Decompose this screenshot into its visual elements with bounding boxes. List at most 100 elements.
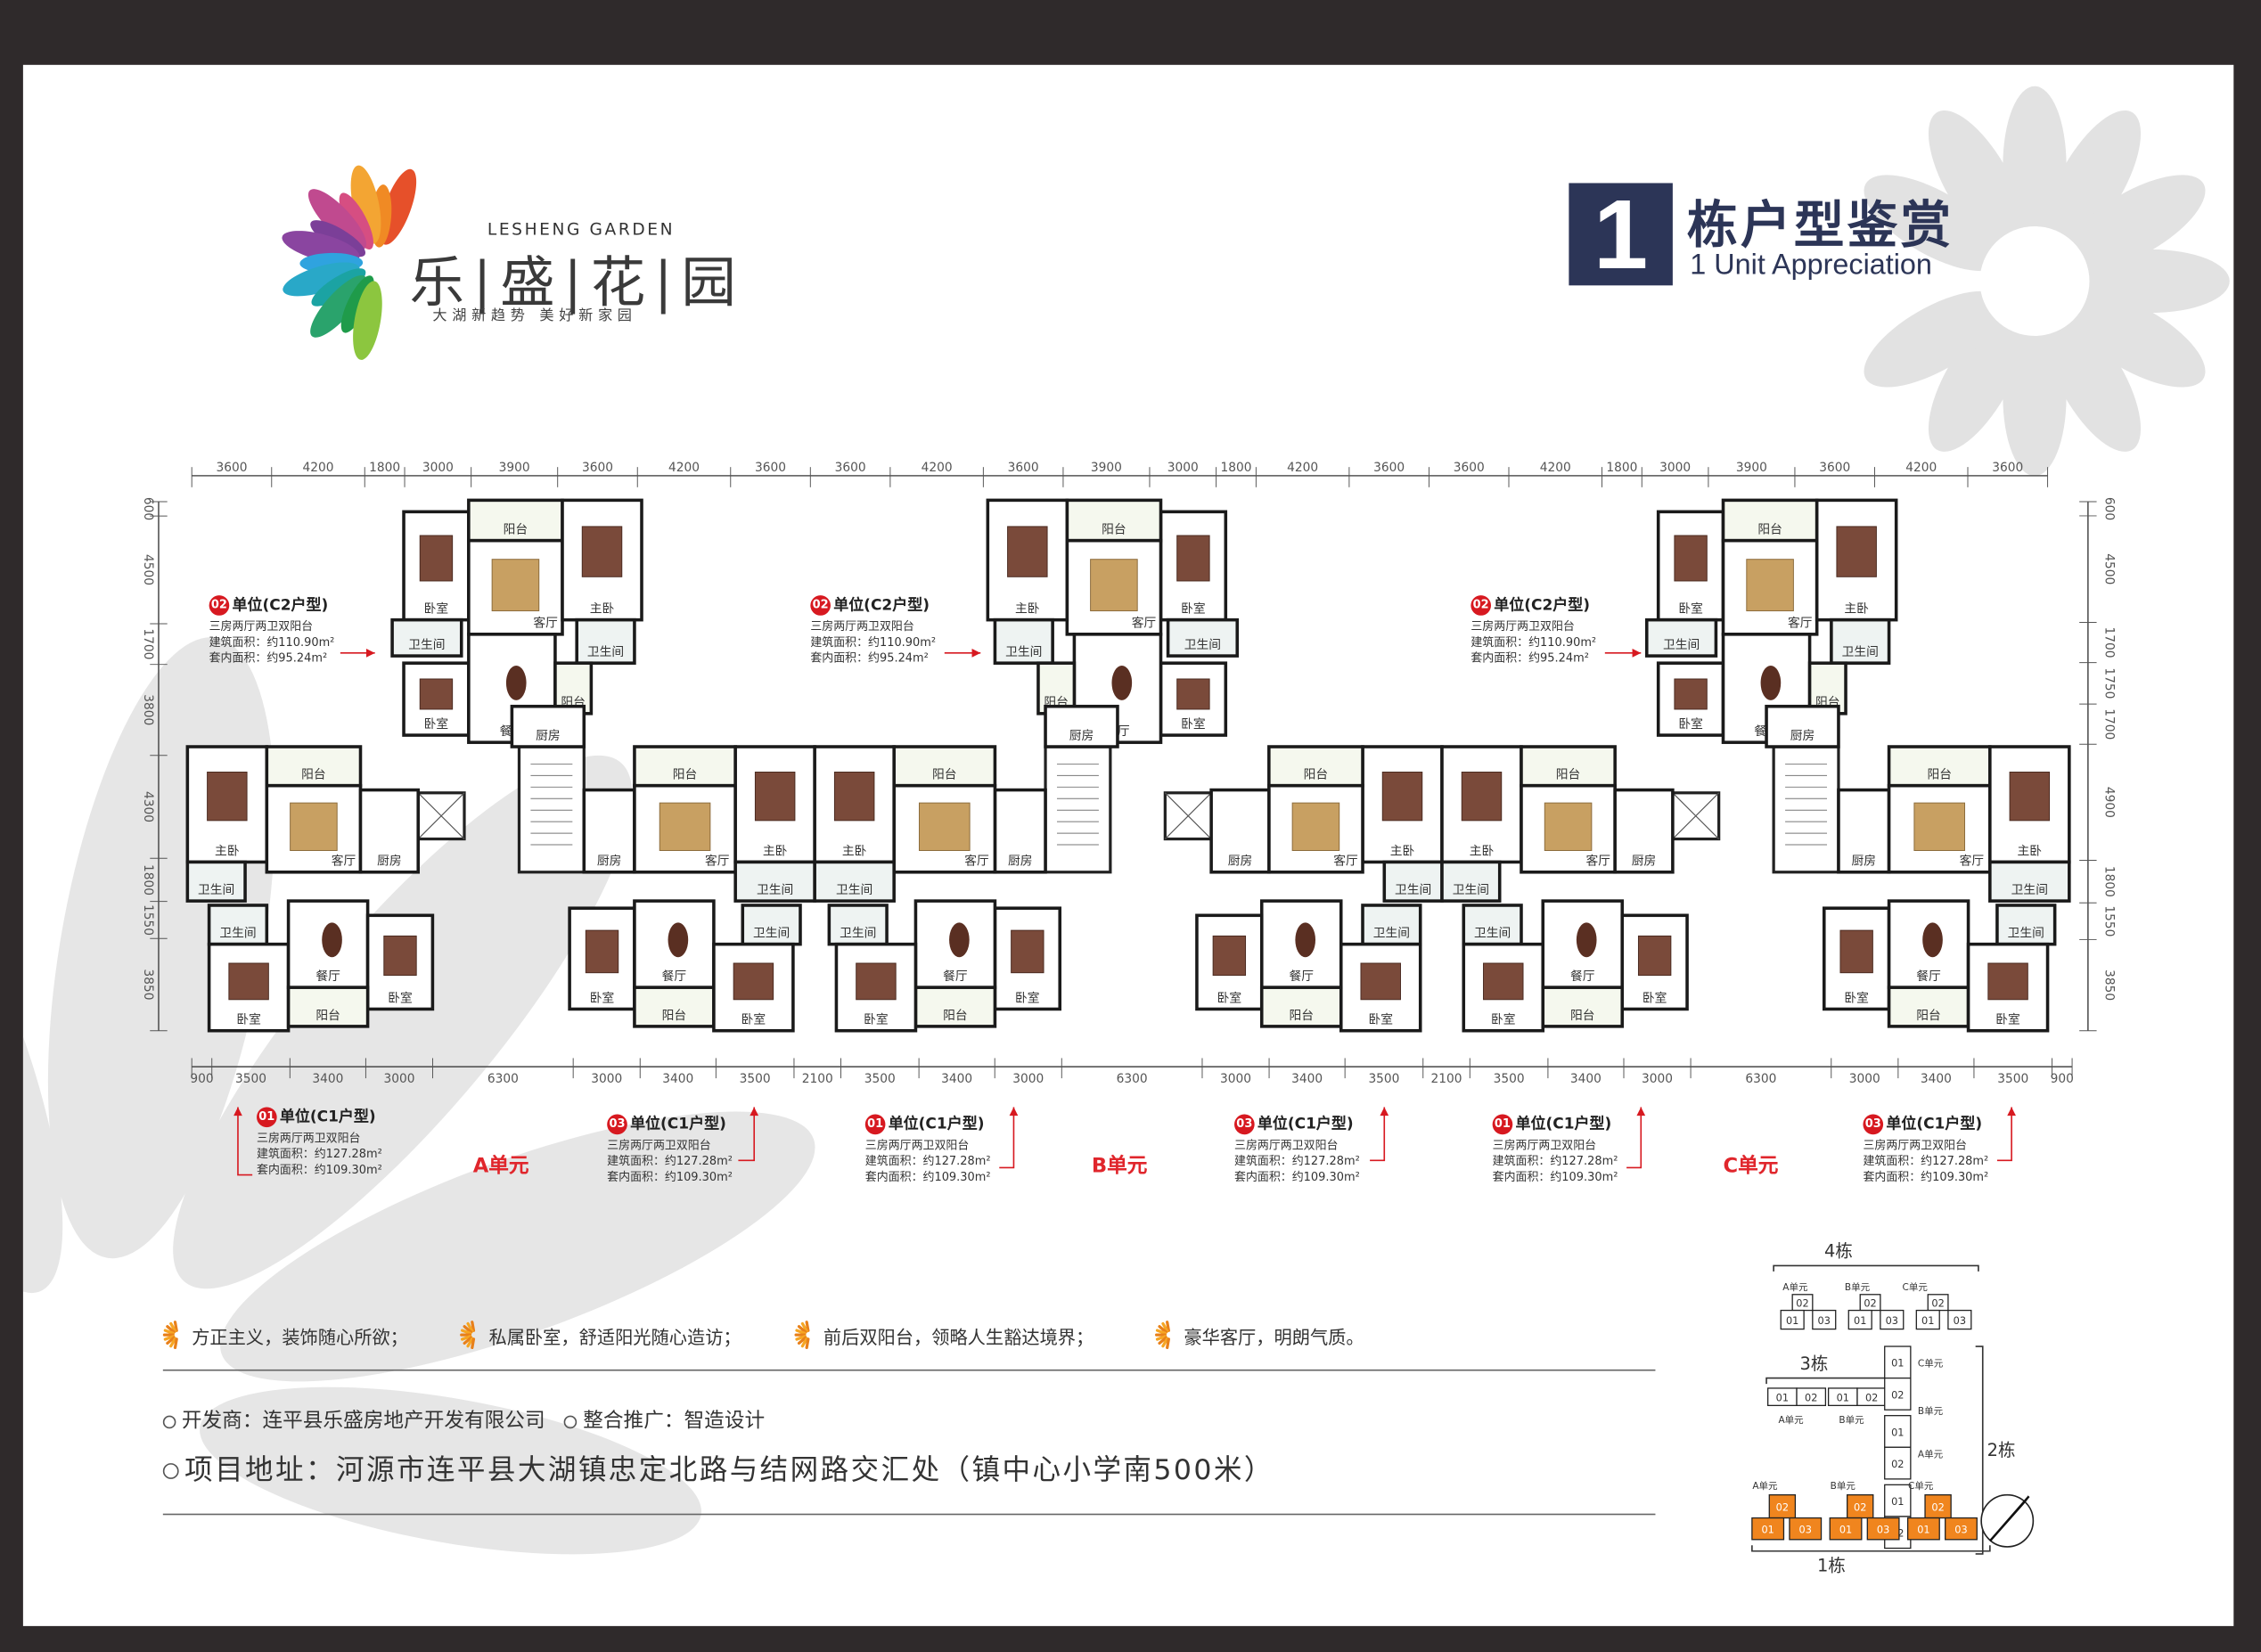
arrow-head-icon [971, 649, 981, 658]
room [1765, 704, 1840, 748]
room-label: 卫生间 [1184, 638, 1221, 652]
petal-center [1979, 225, 2090, 336]
room-label: 厨房 [377, 855, 402, 869]
room-label: 卧室 [1643, 990, 1667, 1005]
dining-table-icon [505, 666, 527, 700]
site-label: C单元 [1918, 1359, 1944, 1370]
site-unit-number: 02 [1865, 1392, 1878, 1404]
bed-icon [1176, 678, 1210, 710]
gray-petal [1864, 290, 2004, 388]
site-unit-number: 01 [1891, 1357, 1904, 1370]
site-block [1780, 1309, 1805, 1330]
site-unit-number: 03 [1954, 1524, 1967, 1536]
sun-ray [463, 1325, 473, 1334]
room-label: 客厅 [1333, 854, 1358, 869]
room-label: 餐厅 [943, 969, 968, 984]
unit-type: 单位(C2户型) [833, 595, 930, 614]
room-label: 卧室 [1015, 990, 1040, 1005]
room-label: 厨房 [597, 855, 622, 869]
room-label: 主卧 [842, 844, 867, 858]
bed-icon [585, 929, 619, 974]
room [633, 985, 716, 1028]
room-label: 阳台 [1927, 768, 1952, 782]
site-block [1884, 1377, 1912, 1411]
site-unit-number: 03 [1877, 1524, 1889, 1536]
unit-type: 单位(C1户型) [1257, 1115, 1354, 1133]
site-label: B单元 [1831, 1481, 1856, 1492]
dim-label: 3600 [1008, 461, 1039, 475]
sun-ray [1166, 1321, 1170, 1332]
dim-label: 3400 [1291, 1072, 1323, 1086]
site-unit-number: 01 [1761, 1524, 1774, 1536]
arrow-head-icon [1009, 1107, 1019, 1116]
room [390, 617, 463, 658]
site-block [1812, 1309, 1837, 1330]
dim-label: 3400 [662, 1072, 693, 1086]
dim-label: 4300 [141, 791, 155, 822]
room-label: 客厅 [705, 854, 730, 869]
dim-label: 3600 [1373, 461, 1405, 475]
room [827, 904, 889, 946]
site-block [1880, 1309, 1905, 1330]
site-unit-number: 01 [1837, 1392, 1849, 1404]
gray-petal [1928, 110, 2025, 251]
elevator-icon [1164, 792, 1212, 839]
arrow-c-01 [1626, 1107, 1643, 1169]
feature-text: 方正主义，装饰随心所欲； [192, 1325, 408, 1347]
dim-label: 3400 [1921, 1072, 1952, 1086]
sun-ray [471, 1321, 476, 1332]
gray-petal [220, 1111, 815, 1382]
room [1830, 617, 1891, 665]
dim-label: 3850 [2101, 969, 2116, 1001]
bed-icon [2009, 772, 2051, 822]
unit-type: 单位(C2户型) [1494, 595, 1591, 614]
bracket [1765, 1377, 1902, 1385]
gray-petal [2044, 311, 2142, 452]
sofa-set-icon [1090, 559, 1138, 612]
sun-ray [166, 1325, 176, 1334]
logo-petal [307, 189, 367, 250]
room [1209, 788, 1271, 874]
dim-label: 3600 [1992, 461, 2023, 475]
bed-icon [1360, 962, 1401, 1001]
page-subtitle: 1 Unit Appreciation [1690, 249, 1932, 282]
room-label: 主卧 [590, 602, 615, 617]
room-label: 厨房 [1852, 855, 1877, 869]
dim-label: 3400 [941, 1072, 972, 1086]
site-block [1884, 1345, 1912, 1379]
arrow-a-01 [237, 1107, 253, 1176]
room-label: 主卧 [1844, 602, 1869, 617]
logo-petal [310, 275, 367, 338]
unit-net-area: 套内面积：约109.30m² [607, 1170, 733, 1184]
dim-label: 6300 [487, 1072, 519, 1086]
unit-type: 单位(C2户型) [232, 595, 329, 614]
arrow-b-01 [999, 1107, 1015, 1169]
site-label: A单元 [1752, 1481, 1778, 1492]
gray-petal [173, 755, 633, 1289]
elevator-icon [417, 792, 465, 839]
dim-label: 3900 [499, 461, 530, 475]
dim-label: 3000 [383, 1072, 414, 1086]
site-block [1884, 1415, 1912, 1448]
logo-petal [283, 262, 360, 297]
site-block-highlight [1906, 1517, 1940, 1541]
feature-text: 豪华客厅，明朗气质。 [1184, 1325, 1364, 1347]
bed-icon [733, 962, 774, 1001]
unit-type: 单位(C1户型) [630, 1115, 726, 1133]
gray-petal [1928, 311, 2025, 452]
room-label: 卫生间 [753, 927, 790, 941]
room-label: 阳台 [1102, 523, 1126, 537]
dim-label: 3000 [422, 461, 454, 475]
sun-ray [166, 1336, 176, 1345]
room-label: 卫生间 [587, 645, 624, 659]
sun-ray [169, 1337, 177, 1348]
unit-desc: 三房两厅两卫双阳台 [1470, 619, 1575, 634]
promoter: 整合推广：智造设计 [583, 1410, 766, 1434]
dim-label: 3000 [1642, 1072, 1673, 1086]
sun-ray [797, 1336, 807, 1345]
